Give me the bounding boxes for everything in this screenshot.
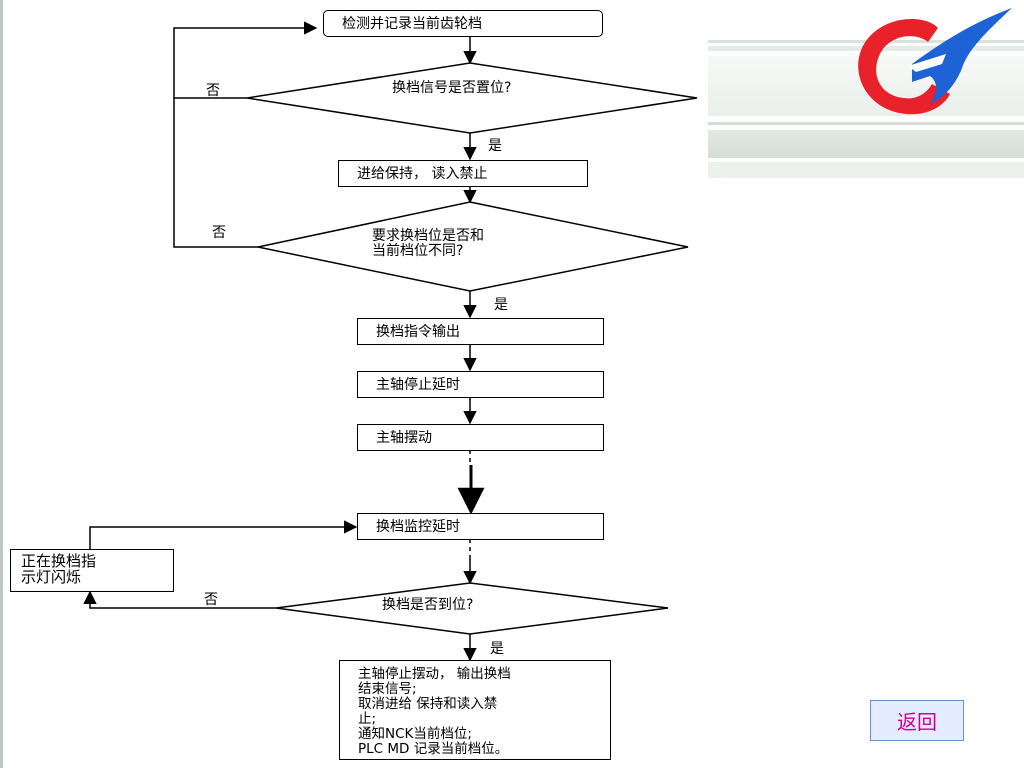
step-spindle-stop-delay: 主轴停止延时 — [357, 371, 604, 398]
final-line-5: 通知NCK当前档位; — [358, 726, 472, 742]
decision-in-position-label: 换档是否到位? — [382, 597, 474, 613]
step-spindle-swing: 主轴摆动 — [357, 424, 604, 451]
label-yes-2: 是 — [494, 297, 508, 313]
final-line-3: 取消进给 保持和读入禁 — [358, 696, 498, 712]
decision-gear-diff-label-2: 当前档位不同? — [372, 243, 464, 259]
back-button[interactable]: 返回 — [870, 700, 964, 741]
header-stripe — [708, 130, 1024, 158]
header-stripe — [708, 162, 1024, 178]
step-feed-hold-label: 进给保持， 读入禁止 — [357, 165, 488, 182]
back-button-label: 返回 — [897, 710, 937, 734]
final-line-4: 止; — [358, 711, 377, 727]
step-spindle-stop-delay-label: 主轴停止延时 — [376, 376, 460, 393]
gear-shift-indicator-box: 正在换档指 示灯闪烁 — [10, 549, 174, 592]
step-gear-command: 换档指令输出 — [357, 318, 604, 345]
label-no-3: 否 — [204, 592, 218, 608]
step-spindle-swing-label: 主轴摆动 — [376, 429, 432, 446]
step-detect-gear-label: 检测并记录当前齿轮档 — [342, 15, 482, 32]
step-detect-gear: 检测并记录当前齿轮档 — [323, 10, 603, 37]
step-final: 主轴停止摆动， 输出换档 结束信号; 取消进给 保持和读入禁 止; 通知NCK当… — [339, 660, 611, 760]
final-line-6: PLC MD 记录当前档位。 — [358, 741, 509, 757]
step-feed-hold: 进给保持， 读入禁止 — [338, 160, 588, 187]
label-no-1: 否 — [206, 83, 220, 99]
final-line-1: 主轴停止摆动， 输出换档 — [358, 666, 511, 682]
company-logo-icon — [858, 8, 1012, 115]
header-stripe — [708, 122, 1024, 125]
slide-left-edge — [0, 0, 3, 768]
final-line-2: 结束信号; — [358, 681, 417, 697]
step-gear-monitor-delay: 换档监控延时 — [357, 513, 604, 540]
indicator-text-2: 示灯闪烁 — [21, 568, 82, 586]
decision-gear-signal-label: 换档信号是否置位? — [392, 80, 512, 96]
label-yes-1: 是 — [488, 138, 502, 154]
step-gear-monitor-delay-label: 换档监控延时 — [376, 518, 460, 535]
decision-gear-diff-label-1: 要求换档位是否和 — [372, 228, 484, 244]
step-gear-command-label: 换档指令输出 — [376, 323, 460, 340]
indicator-text-1: 正在换档指 — [21, 552, 97, 570]
label-no-2: 否 — [212, 225, 226, 241]
label-yes-3: 是 — [490, 641, 504, 657]
